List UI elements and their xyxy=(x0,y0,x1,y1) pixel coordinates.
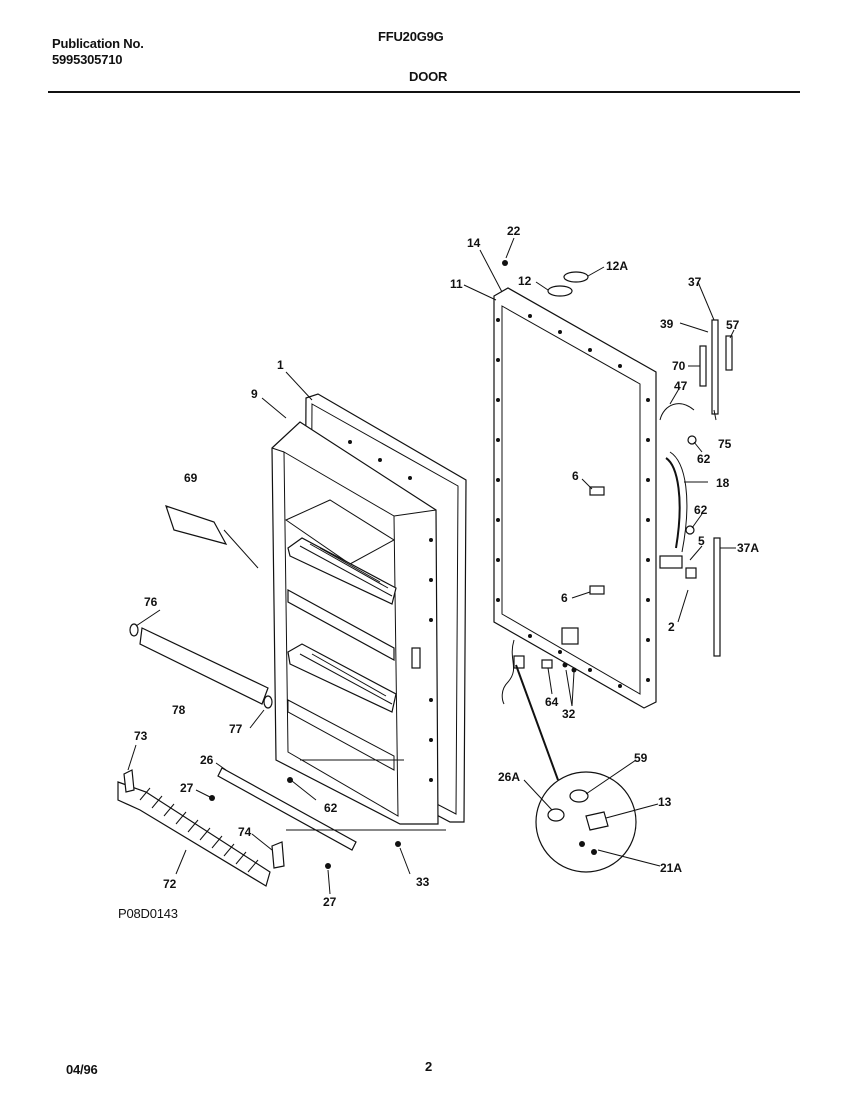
basket-72 xyxy=(117,781,271,887)
callout-14: 14 xyxy=(467,236,481,250)
callout-11: 11 xyxy=(450,277,463,291)
callout-72: 72 xyxy=(163,877,177,891)
callout-57: 57 xyxy=(726,318,740,332)
handle xyxy=(665,457,681,549)
callout-27-lower: 27 xyxy=(323,895,337,909)
figure-code: P08D0143 xyxy=(118,906,178,921)
callout-37: 37 xyxy=(688,275,702,289)
callout-9: 9 xyxy=(251,387,258,401)
callout-62-upper: 62 xyxy=(697,452,711,466)
callout-labels: 1 9 69 76 78 77 73 26 27 62 74 72 27 33 … xyxy=(134,224,759,909)
callout-22: 22 xyxy=(507,224,521,238)
callout-13: 13 xyxy=(658,795,672,809)
callout-33: 33 xyxy=(416,875,430,889)
callout-32: 32 xyxy=(562,707,576,721)
model-number: FFU20G9G xyxy=(378,29,444,44)
bracket-74 xyxy=(271,841,285,869)
callout-62-middle: 62 xyxy=(694,503,708,517)
door-shelf-2 xyxy=(287,588,395,662)
header-rule xyxy=(48,91,800,93)
publication-number: 5995305710 xyxy=(52,52,123,67)
section-title: DOOR xyxy=(409,69,448,84)
callout-1: 1 xyxy=(277,358,284,372)
callout-59: 59 xyxy=(634,751,648,765)
hinge-37A xyxy=(713,537,721,657)
outer-door-panel xyxy=(493,260,733,873)
callout-47: 47 xyxy=(674,379,688,393)
callout-64: 64 xyxy=(545,695,559,709)
callout-70: 70 xyxy=(672,359,686,373)
plug-12A xyxy=(563,271,589,283)
callout-12: 12 xyxy=(518,274,532,288)
callout-75: 75 xyxy=(718,437,732,451)
door-shelf-3 xyxy=(287,643,397,713)
callout-26A: 26A xyxy=(498,770,520,784)
callout-6-upper: 6 xyxy=(572,469,579,483)
detail-circle xyxy=(535,771,637,873)
wire-harness xyxy=(501,639,515,705)
publication-label: Publication No. xyxy=(52,36,144,51)
callout-21A: 21A xyxy=(660,861,682,875)
door-liner xyxy=(271,393,467,825)
bracket-73 xyxy=(123,769,135,793)
callout-6-lower: 6 xyxy=(561,591,568,605)
footer-date: 04/96 xyxy=(66,1062,98,1077)
callout-18: 18 xyxy=(716,476,730,490)
callout-39: 39 xyxy=(660,317,674,331)
plug-12 xyxy=(547,285,573,297)
callout-62-bottom: 62 xyxy=(324,801,338,815)
callout-69: 69 xyxy=(184,471,198,485)
callout-27-upper: 27 xyxy=(180,781,194,795)
callout-77: 77 xyxy=(229,722,243,736)
callout-2: 2 xyxy=(668,620,675,634)
wire-47 xyxy=(659,403,695,421)
door-panel xyxy=(493,287,657,709)
callout-37A: 37A xyxy=(737,541,759,555)
callout-74: 74 xyxy=(238,825,252,839)
callout-78: 78 xyxy=(172,703,186,717)
callout-5: 5 xyxy=(698,534,705,548)
callout-26: 26 xyxy=(200,753,214,767)
leader-lines xyxy=(127,237,736,895)
page-number: 2 xyxy=(425,1059,433,1074)
label-69 xyxy=(165,505,228,545)
callout-12A: 12A xyxy=(606,259,628,273)
shelf-bar-78 xyxy=(139,627,269,705)
callout-73: 73 xyxy=(134,729,148,743)
callout-76: 76 xyxy=(144,595,158,609)
